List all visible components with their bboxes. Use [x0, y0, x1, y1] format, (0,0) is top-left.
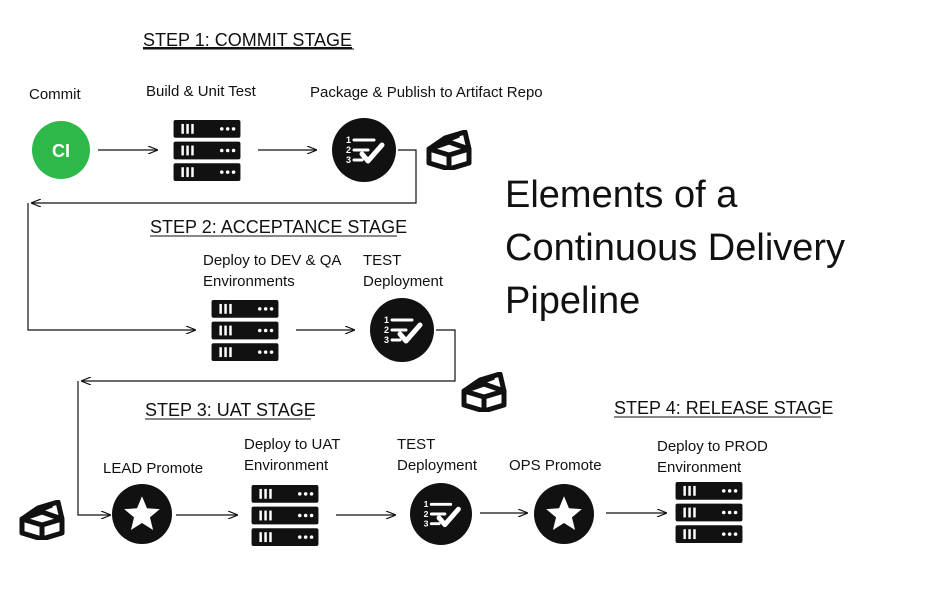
label-test1-1: TEST — [363, 252, 401, 269]
checklist-icon-package — [332, 118, 396, 182]
checklist-icon-test1 — [370, 298, 434, 362]
connector-2-3 — [82, 329, 456, 381]
star-icon-lead — [112, 484, 172, 544]
title-line-1: Elements of a — [505, 174, 738, 216]
ci-icon: CI — [32, 121, 90, 179]
label-uat-2: Environment — [244, 457, 329, 474]
ci-label: CI — [52, 141, 70, 161]
label-prod-2: Environment — [657, 459, 742, 476]
label-lead: LEAD Promote — [103, 460, 203, 477]
title-line-2: Continuous Delivery — [505, 227, 845, 269]
label-commit: Commit — [29, 86, 81, 103]
stage-2-heading: STEP 2: ACCEPTANCE STAGE — [150, 217, 407, 237]
connector-to-deploy-dev — [27, 203, 195, 330]
label-prod-1: Deploy to PROD — [657, 438, 768, 455]
server-icon-prod — [675, 482, 743, 543]
package-icon-1 — [429, 132, 469, 169]
stage-3-heading: STEP 3: UAT STAGE — [145, 400, 316, 420]
label-ops: OPS Promote — [509, 457, 602, 474]
star-icon-ops — [534, 484, 594, 544]
connector-to-lead — [77, 381, 110, 515]
server-icon-dev — [211, 300, 279, 361]
title-line-3: Pipeline — [505, 280, 640, 322]
package-icon-3 — [22, 502, 62, 539]
label-test2-1: TEST — [397, 436, 435, 453]
server-icon-uat — [251, 485, 319, 546]
package-icon-2 — [464, 374, 504, 411]
label-test1-2: Deployment — [363, 273, 444, 290]
label-deploy-dev-2: Environments — [203, 273, 295, 290]
label-build: Build & Unit Test — [146, 83, 257, 100]
connector-1-2 — [32, 149, 417, 203]
label-deploy-dev-1: Deploy to DEV & QA — [203, 252, 341, 269]
stage-4-heading: STEP 4: RELEASE STAGE — [614, 398, 833, 418]
label-package: Package & Publish to Artifact Repo — [310, 84, 543, 101]
stage-1-heading: STEP 1: COMMIT STAGE — [143, 30, 352, 50]
label-test2-2: Deployment — [397, 457, 478, 474]
checklist-icon-test2 — [410, 483, 472, 545]
label-uat-1: Deploy to UAT — [244, 436, 340, 453]
server-icon-build — [173, 120, 241, 181]
